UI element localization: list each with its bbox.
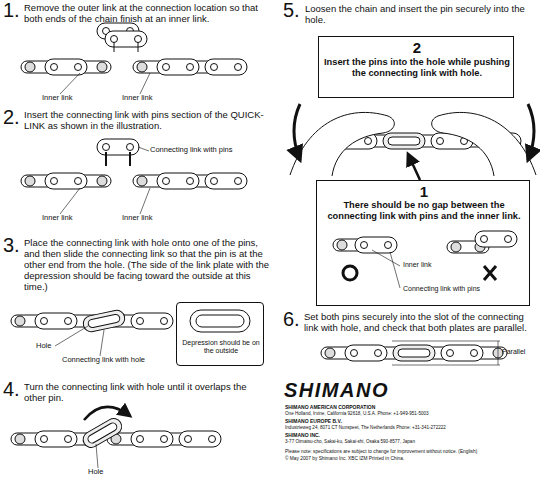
step-text: Turn the connecting link with hole until… [24, 382, 270, 404]
step-text: Set both pins securely into the slot of … [304, 312, 534, 334]
box-text: There should be no gap between the conne… [323, 200, 525, 221]
part-label: Inner link [403, 261, 463, 269]
company-name: SHIMANO INC. [285, 433, 535, 439]
part-label: Connecting link with pins [150, 146, 265, 155]
part-label: Parallel [502, 348, 540, 356]
part-label: Inner link [42, 94, 102, 103]
step-text: Loosen the chain and insert the pin secu… [305, 4, 533, 26]
company-address: 3-77 Oimatsu-cho, Sakai-ku, Sakai-shi, O… [285, 439, 535, 444]
step-number: 3. [3, 234, 25, 257]
hands-illustration [290, 104, 536, 288]
instruction-box: 2Insert the pins into the hole while pus… [318, 36, 514, 98]
box-number: 1 [317, 183, 531, 200]
chain-step4 [11, 407, 221, 468]
company-name: SHIMANO EUROPE B.V. [285, 419, 535, 425]
step-text: Place the connecting link with hole onto… [24, 238, 272, 293]
step-text: Insert the connecting link with pins sec… [24, 110, 270, 132]
part-label: Hole [88, 468, 128, 477]
company-address: One Holland, Irvine, California 92618, U… [285, 411, 535, 416]
step-number: 2. [3, 106, 25, 129]
company-address: Industrieweg 24, 8071 CT Nunspeet, The N… [285, 425, 535, 430]
instruction-box: 1There should be no gap between the conn… [316, 180, 530, 306]
company-name: SHIMANO AMERICAN CORPORATION [285, 405, 535, 411]
inset-note: Depression should be on the outside [179, 339, 263, 355]
chain-step6 [321, 341, 507, 365]
part-label: Connecting link with pins [403, 285, 523, 293]
box-text: Insert the pins into the hole while push… [324, 57, 510, 78]
step-number: 4. [3, 378, 25, 401]
part-label: Hole [36, 342, 76, 351]
brand-logo: SHIMANO [284, 379, 444, 402]
footnote: © May 2007 by Shimano Inc. XBC IZM Print… [285, 456, 539, 462]
step-number: 5. [283, 0, 305, 22]
step-text: Remove the outer link at the connection … [24, 3, 270, 25]
step-number: 1. [3, 0, 25, 22]
part-label: Inner link [122, 214, 182, 223]
chain-step1 [21, 23, 247, 94]
footnote: Please note: specifications are subject … [285, 449, 539, 455]
step-number: 6. [283, 308, 305, 331]
part-label: Connecting link with hole [62, 356, 174, 365]
inset-box: Depression should be on the outside [176, 302, 264, 366]
part-label: Inner link [122, 94, 182, 103]
part-label: Inner link [42, 214, 102, 223]
box-number: 2 [319, 39, 515, 56]
